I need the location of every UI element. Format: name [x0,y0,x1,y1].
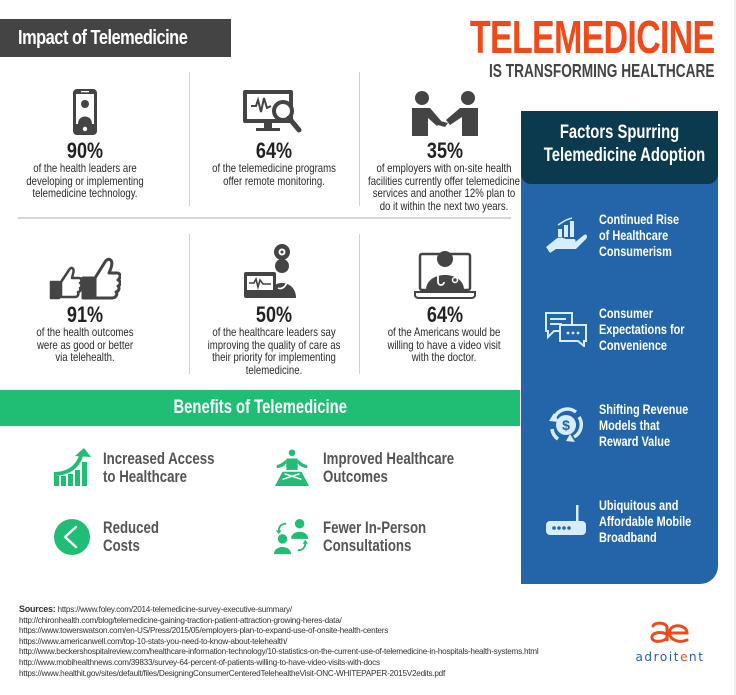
dollar-cycle-icon: $ [543,402,589,448]
source-link[interactable]: https://www.foley.com/2014-telemedicine-… [57,605,293,614]
monitor-search-icon [189,66,359,136]
growth-chart-icon [53,448,91,487]
sources-label: Sources: [19,604,56,614]
ae-logo-mark-icon [650,621,689,643]
adroitent-logo: adroitent [615,620,725,664]
title-subtitle: IS TRANSFORMING HEALTHCARE [488,61,714,81]
stat-value: 64% [255,138,293,163]
doctor-monitor-icon [189,220,359,300]
source-link[interactable]: https://www.americanwell.com/top-10-stat… [19,636,288,646]
svg-text:$: $ [562,417,570,433]
sources-list: Sources: https://www.foley.com/2014-tele… [19,604,539,679]
stat-value: 50% [255,302,293,327]
stat-value: 91% [66,302,104,327]
source-link[interactable]: https://www.healthit.gov/sites/default/f… [19,668,445,678]
main-title: TELEMEDICINE IS TRANSFORMING HEALTHCARE [384,14,714,81]
hand-chart-icon [543,212,589,258]
router-icon [543,498,589,544]
source-link[interactable]: http://www.beckershospitalreview.com/hea… [19,647,539,657]
source-link[interactable]: http://chironhealth.com/blog/telemedicin… [19,615,342,625]
benefits-banner: Benefits of Telemedicine [0,390,520,426]
thumbs-up-icon [0,220,170,300]
source-link[interactable]: https://www.towerswatson.com/en-US/Press… [19,626,389,636]
factors-title: Factors Spurring Telemedicine Adoption [521,111,718,184]
people-exchange-icon [273,518,311,556]
row-divider [18,217,511,219]
title-telemedicine: TELEMEDICINE [469,11,714,63]
handshake-icon [359,66,531,136]
meditation-icon [273,449,311,487]
stat-value: 35% [426,138,464,163]
section-title-banner: Impact of Telemedicine [0,19,231,57]
factors-panel: Factors Spurring Telemedicine Adoption C… [521,111,718,584]
section-title: Impact of Telemedicine [18,27,188,49]
laptop-doctor-icon [359,220,531,300]
stat-value: 90% [66,138,104,163]
stat-value: 64% [426,302,464,327]
source-line: Sources: https://www.foley.com/2014-tele… [19,604,538,616]
chat-bubbles-icon [543,306,589,352]
page-edge [734,0,736,695]
source-link[interactable]: http://www.mobihealthnews.com/39833/surv… [19,657,380,667]
logo-wordmark: adroitent [635,650,705,664]
benefits-title: Benefits of Telemedicine [173,397,347,418]
smartphone-doctor-icon [0,66,170,136]
reduce-arrow-icon [53,518,91,556]
